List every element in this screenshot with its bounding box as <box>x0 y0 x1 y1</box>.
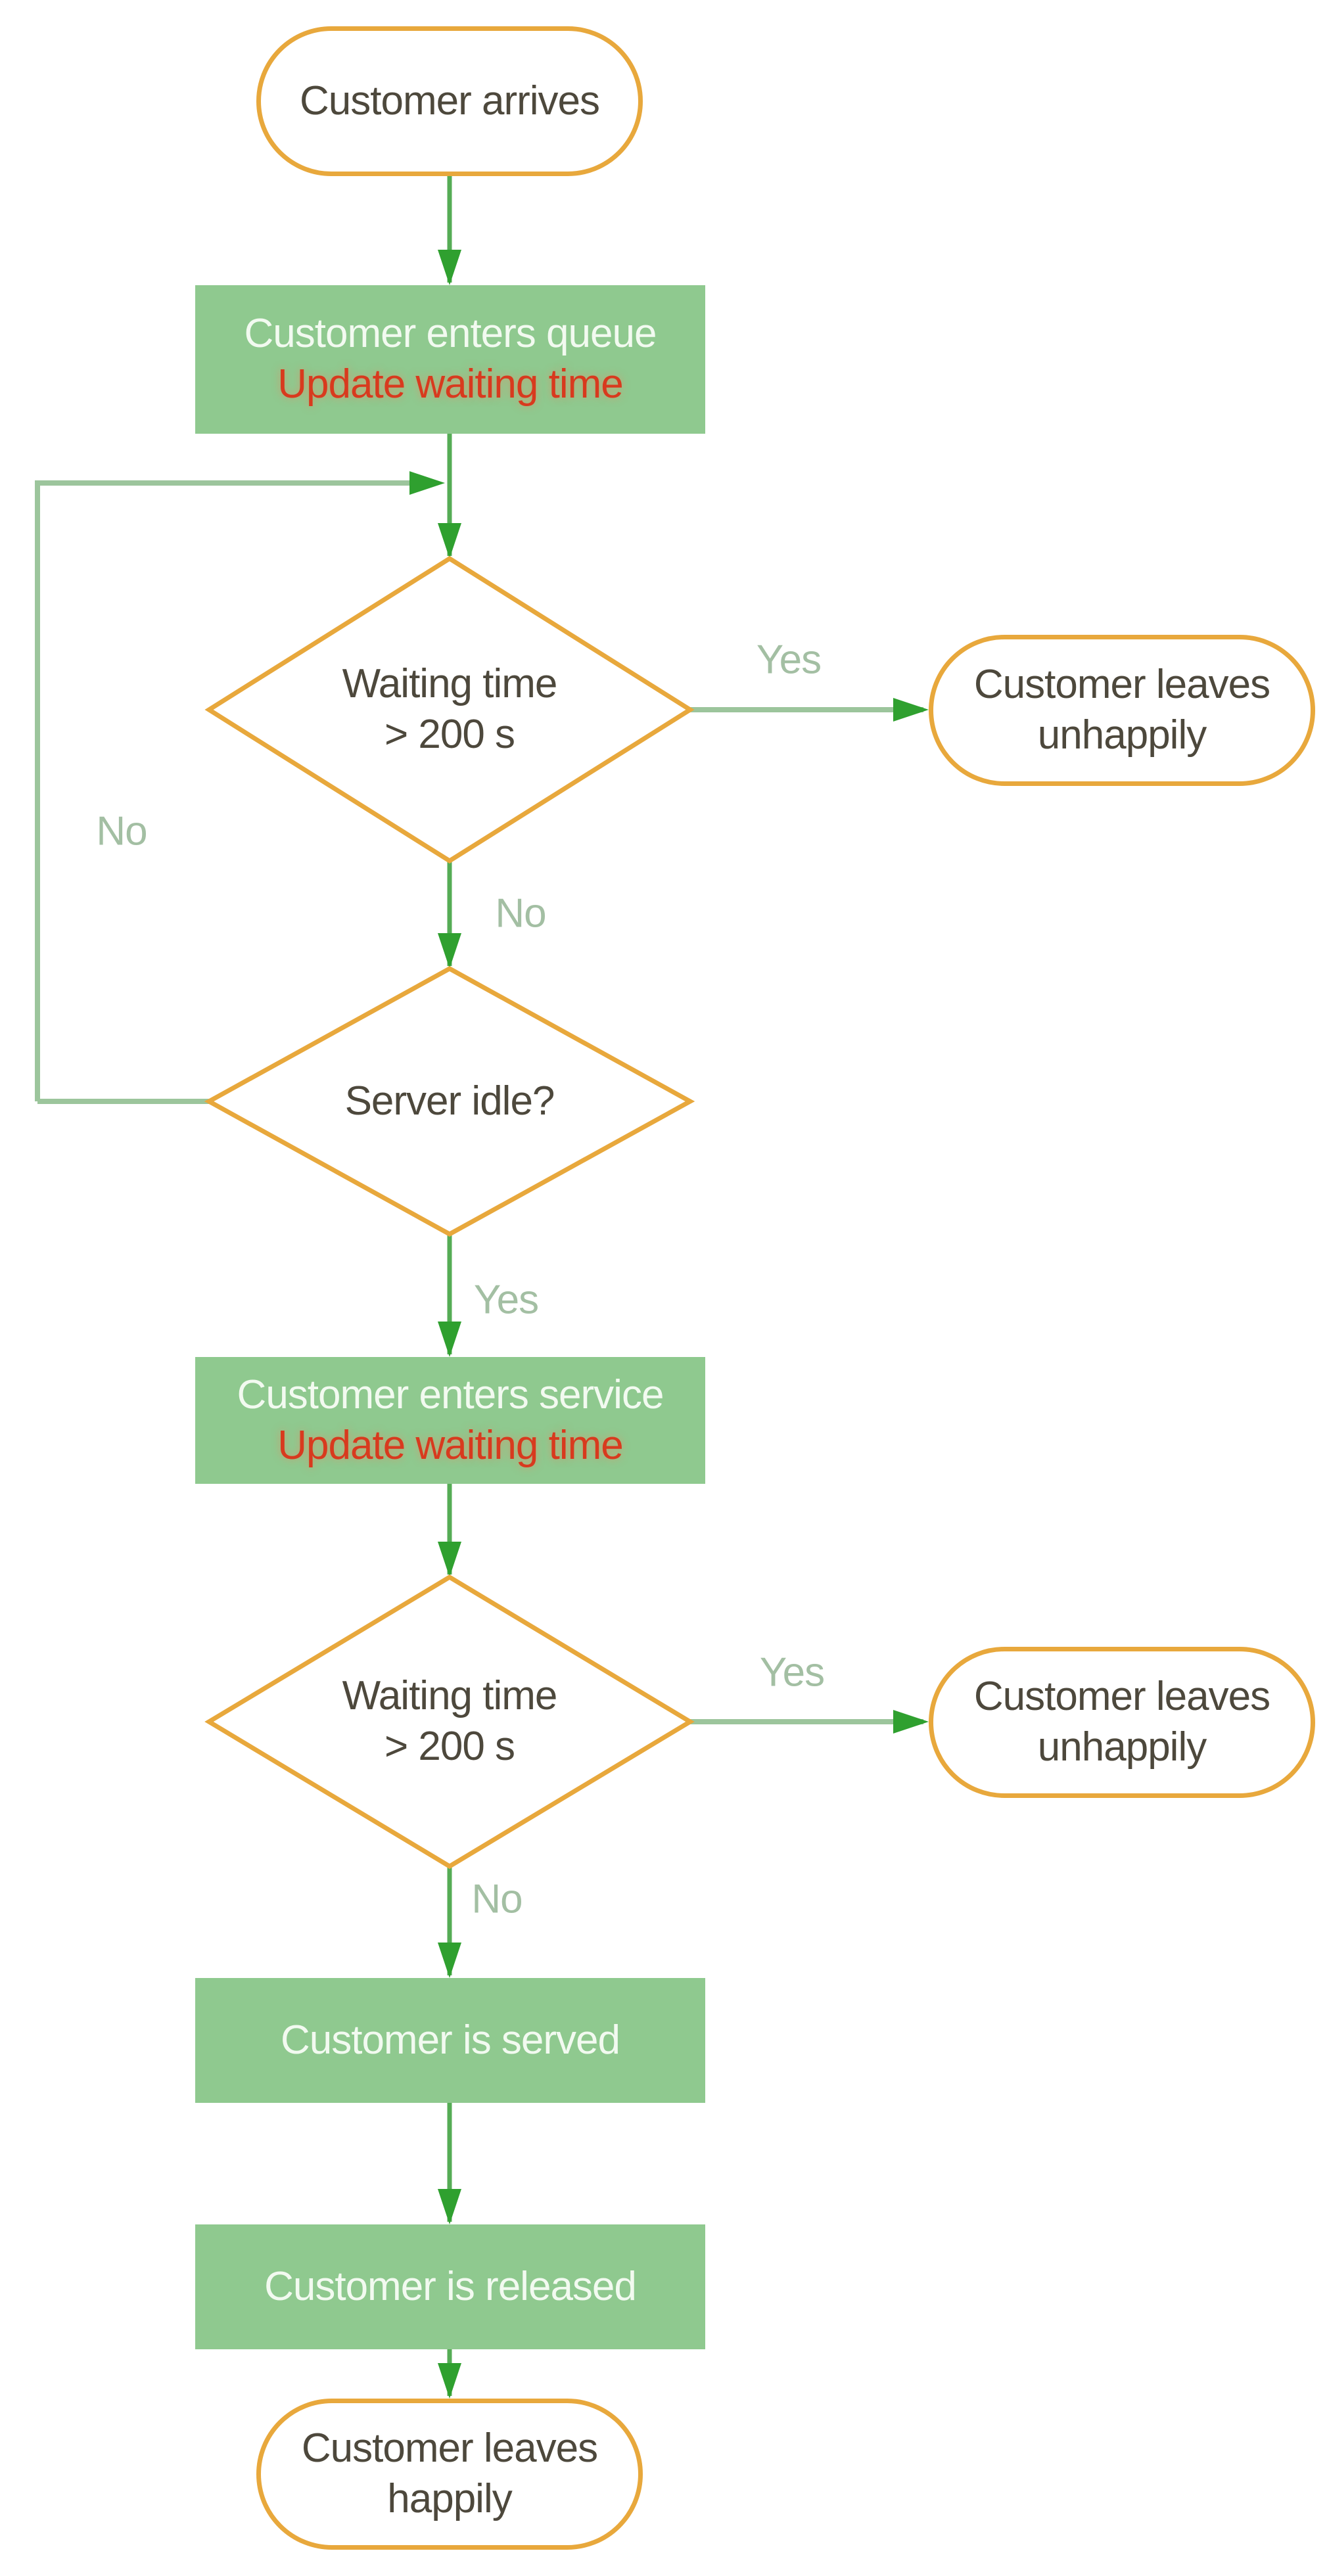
decision-line1: Server idle? <box>344 1078 555 1124</box>
arrowhead-into-served-box <box>438 1943 461 1978</box>
terminator-customer-leaves-unhappily-1: Customer leaves unhappily <box>929 635 1315 786</box>
arrowhead-into-unhappy1 <box>893 698 929 722</box>
terminator-customer-leaves-happily: Customer leaves happily <box>256 2399 643 2550</box>
arrowhead-into-decision1 <box>438 523 461 559</box>
process-customer-is-released: Customer is released <box>195 2224 705 2349</box>
terminator-line2: unhappily <box>1037 712 1207 758</box>
terminator-customer-leaves-unhappily-2: Customer leaves unhappily <box>929 1647 1315 1798</box>
arrowhead-into-released-box <box>438 2189 461 2224</box>
arrowhead-into-end-terminator <box>438 2363 461 2399</box>
arrowhead-loop-junction <box>409 471 445 495</box>
terminator-line2: happily <box>387 2476 512 2521</box>
process-label: Customer is served <box>280 2017 620 2063</box>
decision-label-waiting-time-1: Waiting time > 200 s <box>252 618 647 802</box>
edge-label-yes-1: Yes <box>756 637 822 683</box>
terminator-line2: unhappily <box>1037 1724 1207 1770</box>
edge-label-yes-2: Yes <box>473 1277 539 1323</box>
decision-diamond-waiting-time-2 <box>204 1574 695 1870</box>
edge-label-no-1: No <box>495 890 546 936</box>
decision-line2: > 200 s <box>384 1724 515 1769</box>
terminator-line1: Customer leaves <box>973 662 1270 708</box>
process-customer-is-served: Customer is served <box>195 1978 705 2103</box>
process-label-line1: Customer enters queue <box>244 311 657 357</box>
decision-line1: Waiting time <box>342 661 558 707</box>
edge-label-no-loop: No <box>96 808 147 854</box>
terminator-label: Customer arrives <box>300 78 600 124</box>
edge-label-no-3: No <box>471 1876 523 1922</box>
process-customer-enters-queue: Customer enters queue Update waiting tim… <box>195 285 705 434</box>
decision-diamond-server-idle <box>204 966 695 1237</box>
decision-diamond-waiting-time-1 <box>204 555 695 864</box>
decision-line2: > 200 s <box>384 712 515 757</box>
process-label-update-waiting-time: Update waiting time <box>277 361 623 407</box>
edge-label-yes-3: Yes <box>759 1649 825 1695</box>
process-label-update-waiting-time: Update waiting time <box>277 1422 623 1468</box>
arrowhead-into-queue-box <box>438 250 461 285</box>
arrowhead-into-service-box <box>438 1322 461 1357</box>
process-customer-enters-service: Customer enters service Update waiting t… <box>195 1357 705 1484</box>
decision-line1: Waiting time <box>342 1673 558 1719</box>
arrowhead-into-decision3 <box>438 1542 461 1577</box>
arrowhead-into-decision2 <box>438 933 461 969</box>
decision-label-server-idle: Server idle? <box>252 1009 647 1193</box>
process-label-line1: Customer enters service <box>237 1371 664 1417</box>
terminator-customer-arrives: Customer arrives <box>256 26 643 176</box>
terminator-line1: Customer leaves <box>301 2426 598 2472</box>
process-label: Customer is released <box>264 2263 637 2309</box>
arrowhead-into-unhappy2 <box>893 1710 929 1734</box>
terminator-line1: Customer leaves <box>973 1674 1270 1720</box>
decision-label-waiting-time-2: Waiting time > 200 s <box>252 1630 647 1814</box>
